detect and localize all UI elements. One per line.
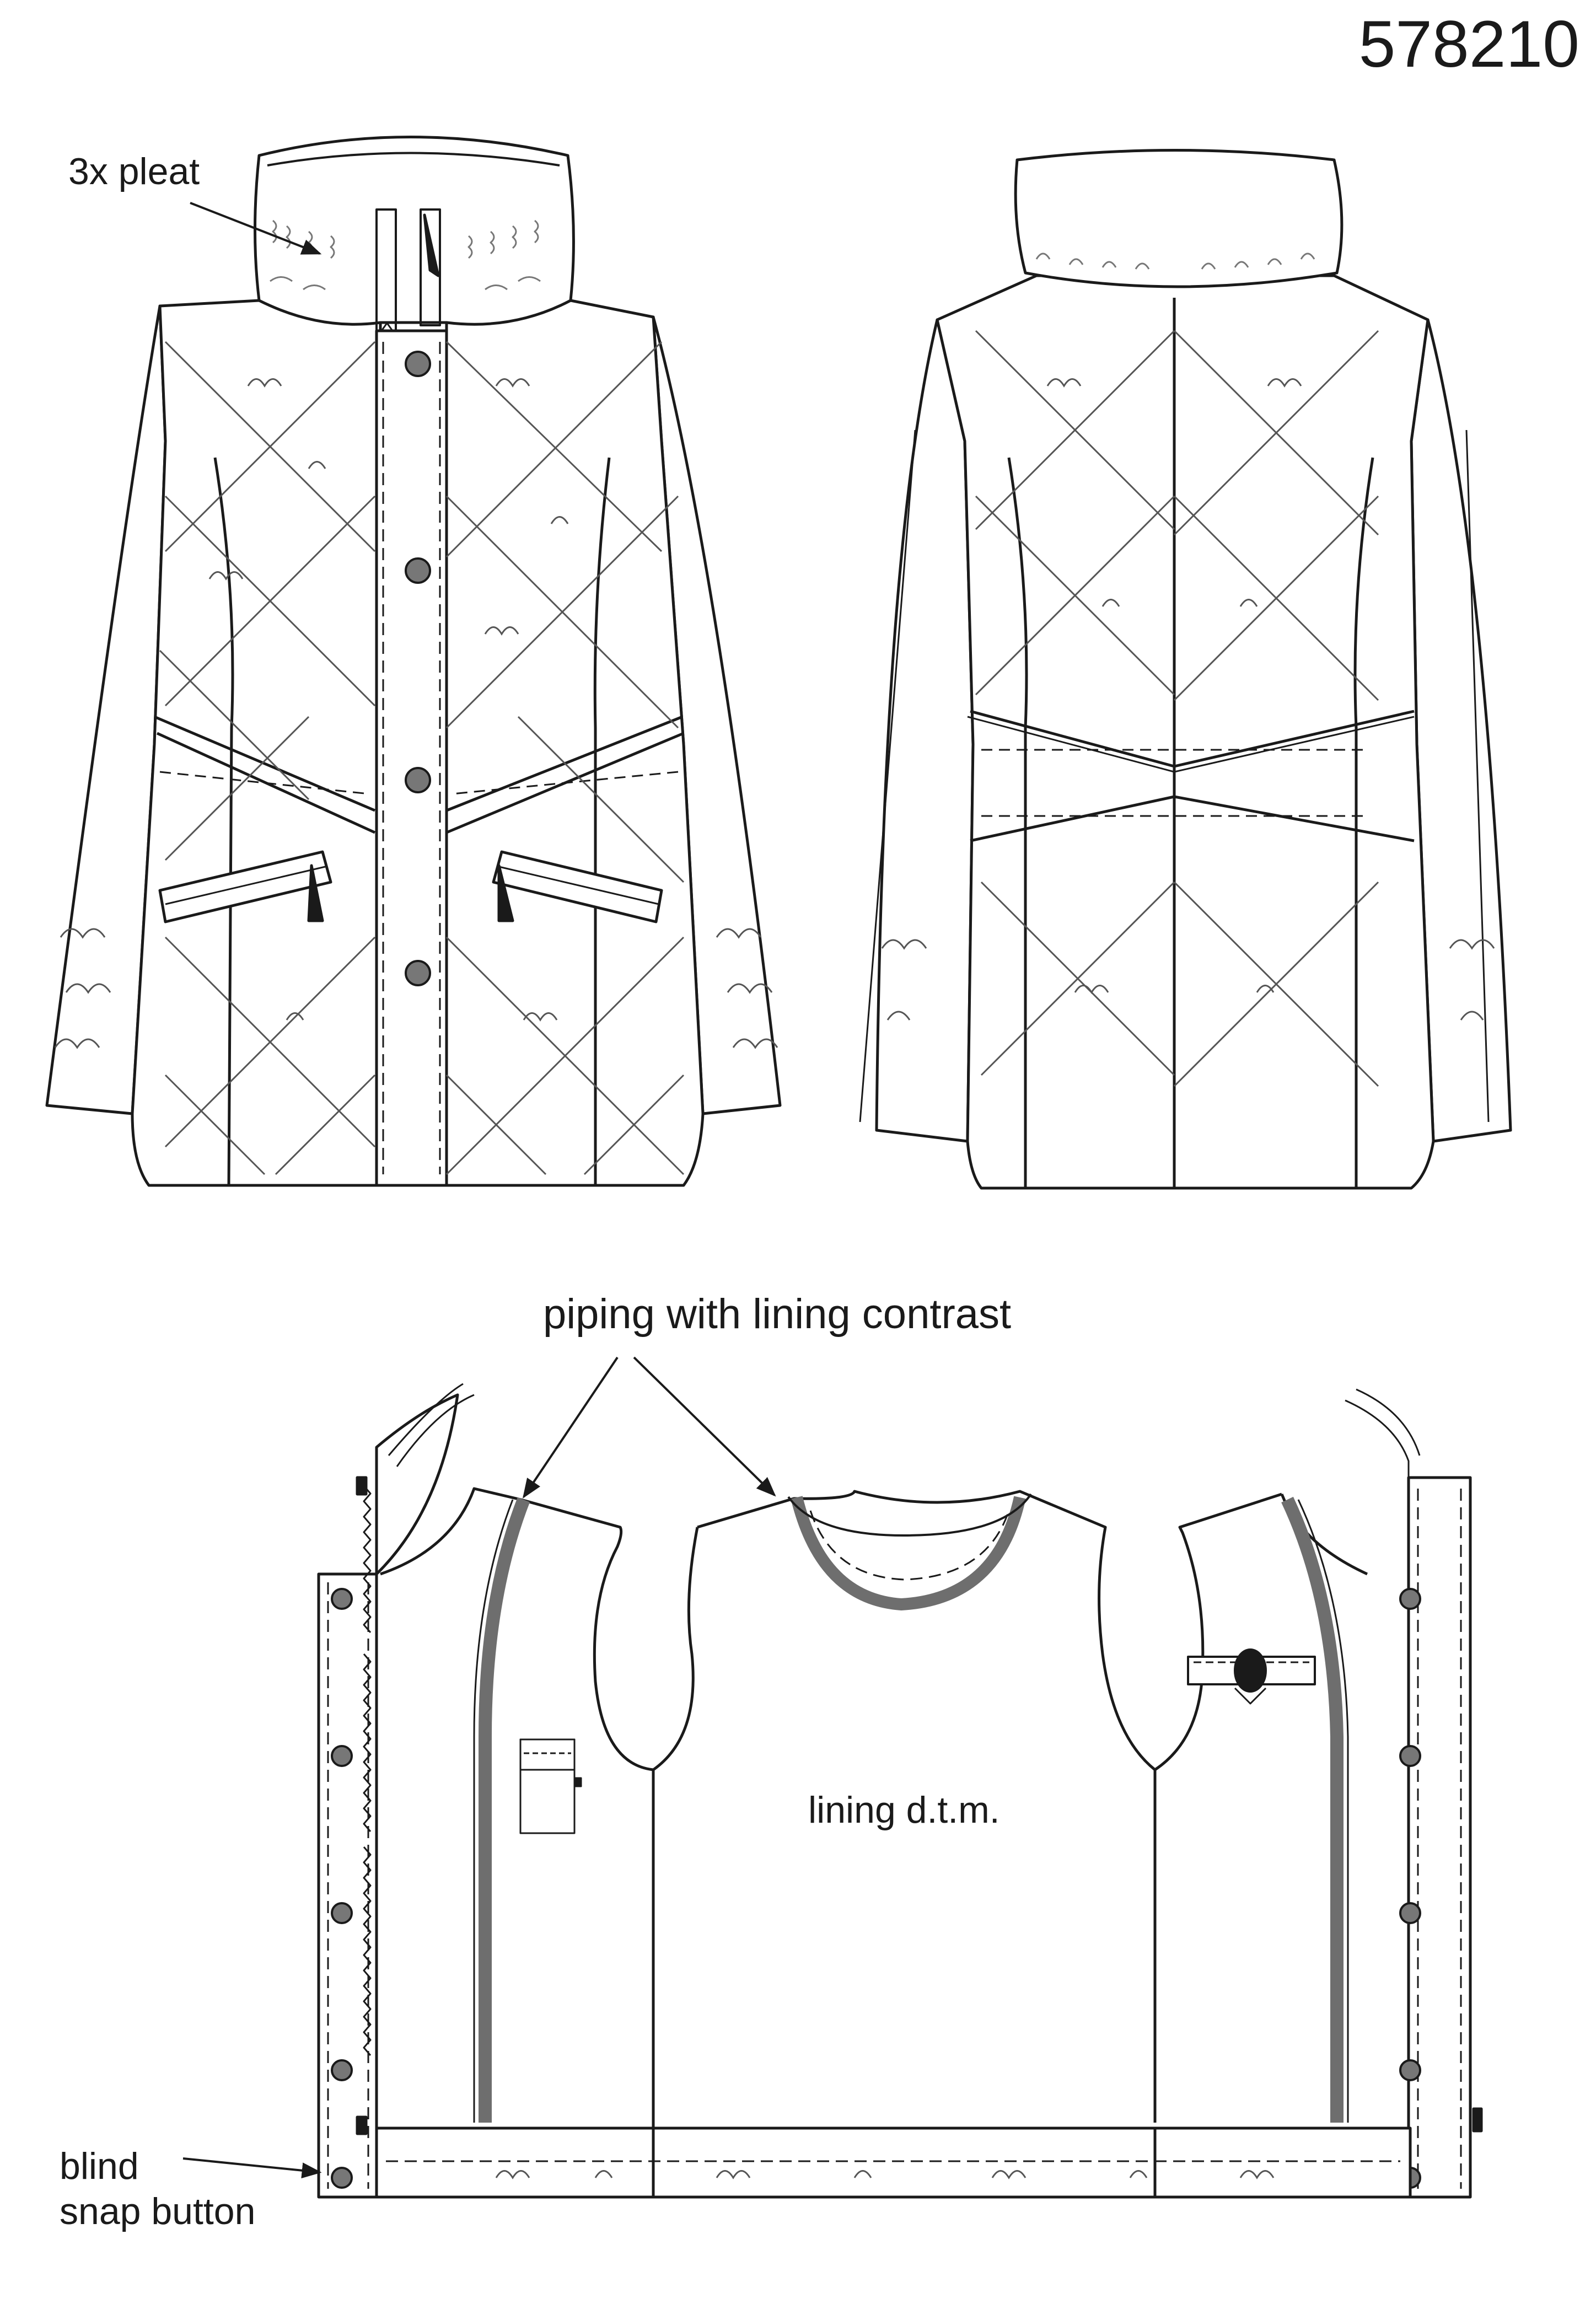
back-view (859, 149, 1512, 1190)
inside-lining-view (182, 1356, 1483, 2199)
front-snap-buttons (405, 351, 431, 986)
back-right-sleeve (1410, 318, 1512, 1143)
inside-patch-pocket (519, 1738, 582, 1834)
front-quilt-texture (54, 341, 778, 1175)
front-right-pocket (492, 850, 663, 923)
style-number: 578210 (1358, 7, 1579, 81)
back-collar-gathers (1035, 253, 1315, 270)
front-collar (254, 136, 575, 326)
pleat-callout: 3x pleat (68, 151, 200, 192)
back-quilt-texture (881, 330, 1495, 1087)
front-left-sleeve (45, 304, 167, 1115)
inside-welt-pocket (1187, 1648, 1316, 1705)
piping-callout: piping with lining contrast (543, 1291, 1012, 1338)
inside-left-snaps (331, 1588, 353, 2189)
inside-back-panel (697, 1490, 1157, 2123)
neck-piping (791, 1496, 1026, 1610)
front-right-sleeve (652, 315, 782, 1115)
hem-quilt-texture (495, 2170, 1275, 2179)
front-body-right (445, 299, 705, 1187)
front-left-pocket (158, 850, 332, 923)
front-placket (375, 329, 448, 1187)
lining-callout: lining d.t.m. (808, 1789, 1000, 1831)
snap-callout-line2: snap button (60, 2190, 256, 2232)
snap-callout-line1: blind (60, 2145, 139, 2187)
back-left-sleeve (875, 318, 975, 1143)
inside-left-front-panel (375, 1393, 459, 1576)
left-piping (479, 1497, 530, 2123)
front-view (45, 136, 782, 1187)
back-collar (1014, 149, 1344, 288)
back-body (936, 274, 1435, 1190)
right-piping (1281, 1496, 1344, 2123)
hem-band (375, 2126, 1412, 2199)
snap-button-callout: blind snap button (60, 2144, 255, 2234)
